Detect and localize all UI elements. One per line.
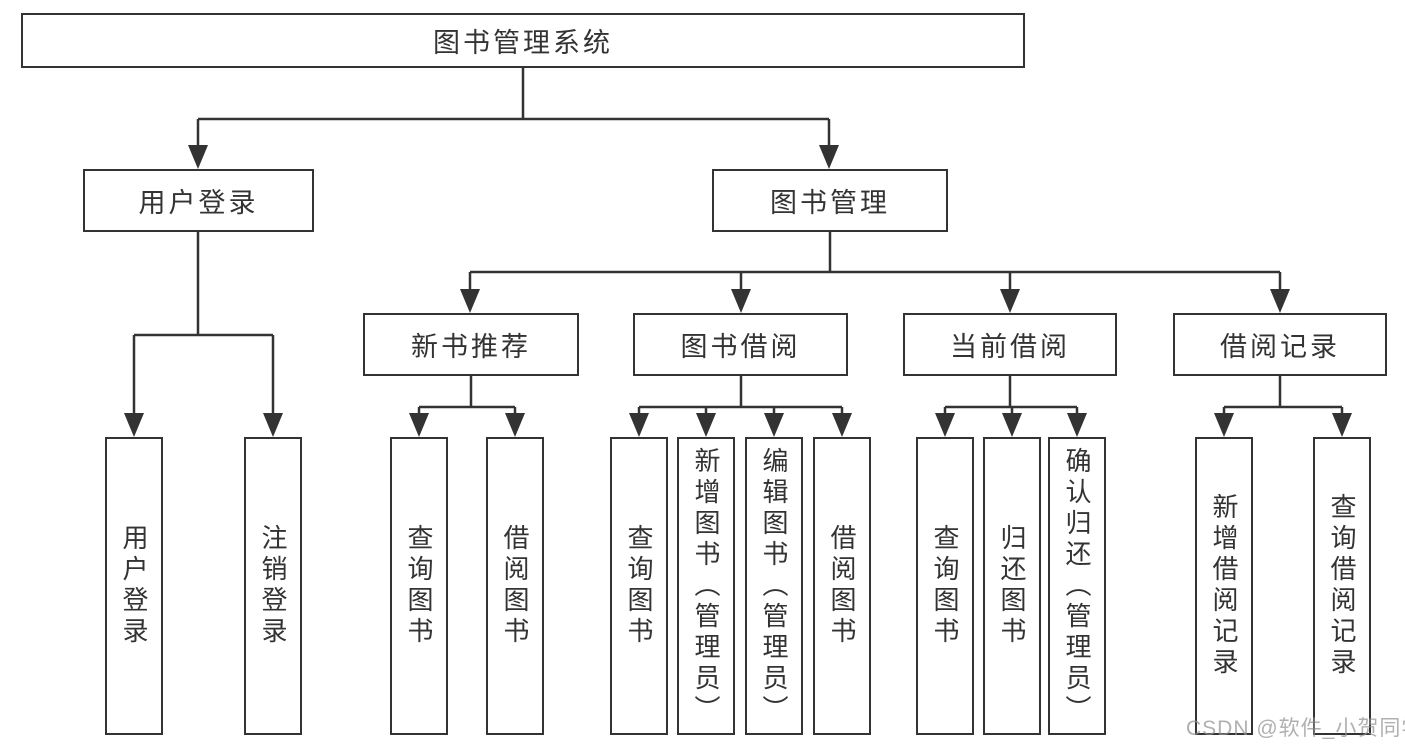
leaf-confirm-return-admin: 确认归还（管理员） [1048, 437, 1106, 735]
node-book-borrow: 图书借阅 [633, 313, 848, 376]
arrowheads [124, 145, 1352, 437]
node-borrow-records-label: 借阅记录 [1220, 332, 1340, 362]
node-current-borrow-label: 当前借阅 [950, 332, 1070, 362]
leaf-query-books-bb: 查询图书 [610, 437, 668, 735]
leaf-confirm-return-admin-label: 确认归还（管理员） [1062, 446, 1092, 726]
node-root-label: 图书管理系统 [433, 28, 613, 58]
leaf-borrow-books-nbr-label: 借阅图书 [500, 524, 530, 648]
leaf-query-books-cb: 查询图书 [916, 437, 974, 735]
leaf-borrow-books-nbr: 借阅图书 [486, 437, 544, 735]
leaf-return-books-label: 归还图书 [997, 524, 1027, 648]
leaf-edit-books-admin: 编辑图书（管理员） [745, 437, 803, 735]
leaf-query-books-nbr: 查询图书 [390, 437, 448, 735]
csdn-watermark: CSDN @软件_小贺同学 [1186, 717, 1405, 740]
leaf-logout: 注销登录 [244, 437, 302, 735]
leaf-user-login: 用户登录 [105, 437, 163, 735]
leaf-add-borrow-record: 新增借阅记录 [1195, 437, 1253, 735]
node-user-login: 用户登录 [83, 169, 314, 232]
leaf-borrow-books-bb-label: 借阅图书 [827, 524, 857, 648]
leaf-edit-books-admin-label: 编辑图书（管理员） [759, 446, 789, 726]
leaf-add-books-admin: 新增图书（管理员） [677, 437, 735, 735]
leaf-query-books-cb-label: 查询图书 [930, 524, 960, 648]
leaf-query-borrow-record: 查询借阅记录 [1313, 437, 1371, 735]
leaf-logout-label: 注销登录 [258, 524, 288, 648]
node-new-book-recommend: 新书推荐 [363, 313, 579, 376]
leaf-add-borrow-record-label: 新增借阅记录 [1209, 493, 1239, 679]
leaf-borrow-books-bb: 借阅图书 [813, 437, 871, 735]
leaf-add-books-admin-label: 新增图书（管理员） [691, 446, 721, 726]
node-root: 图书管理系统 [21, 13, 1025, 68]
leaf-query-books-bb-label: 查询图书 [624, 524, 654, 648]
node-book-borrow-label: 图书借阅 [680, 332, 801, 362]
node-book-management-label: 图书管理 [770, 188, 890, 218]
node-new-book-recommend-label: 新书推荐 [411, 332, 531, 362]
leaf-return-books: 归还图书 [983, 437, 1041, 735]
leaf-query-books-nbr-label: 查询图书 [404, 524, 434, 648]
leaf-user-login-label: 用户登录 [119, 524, 149, 648]
node-book-management: 图书管理 [712, 169, 948, 232]
leaf-query-borrow-record-label: 查询借阅记录 [1327, 493, 1357, 679]
node-borrow-records: 借阅记录 [1173, 313, 1387, 376]
node-user-login-label: 用户登录 [138, 188, 259, 218]
node-current-borrow: 当前借阅 [903, 313, 1117, 376]
